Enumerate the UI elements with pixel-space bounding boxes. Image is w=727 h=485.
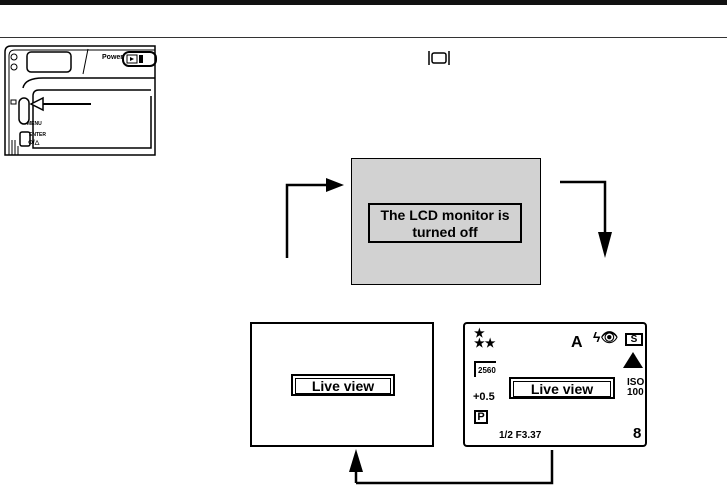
resolution-indicator: 2560 bbox=[474, 361, 496, 377]
live-view-plain-label: Live view bbox=[291, 374, 395, 396]
program-mode-badge: P bbox=[474, 410, 488, 424]
live-view-info-screen: ★★★ A ϟ👁 S 2560 ISO 100 +0.5 Live view P… bbox=[463, 322, 647, 447]
shots-remaining: 8 bbox=[633, 425, 641, 442]
exposure-compensation: +0.5 bbox=[473, 391, 495, 403]
live-view-info-label: Live view bbox=[509, 377, 615, 399]
iso-value: 100 bbox=[627, 387, 644, 398]
shutter-aperture: 1/2 F3.37 bbox=[499, 430, 541, 441]
size-badge: S bbox=[625, 333, 643, 346]
scene-mountain-icon bbox=[623, 352, 643, 368]
mode-label: A bbox=[571, 334, 583, 352]
live-view-plain-screen: Live view bbox=[250, 322, 434, 447]
quality-stars-icon: ★★★ bbox=[474, 328, 496, 348]
flash-redeye-icon: ϟ👁 bbox=[593, 329, 618, 346]
